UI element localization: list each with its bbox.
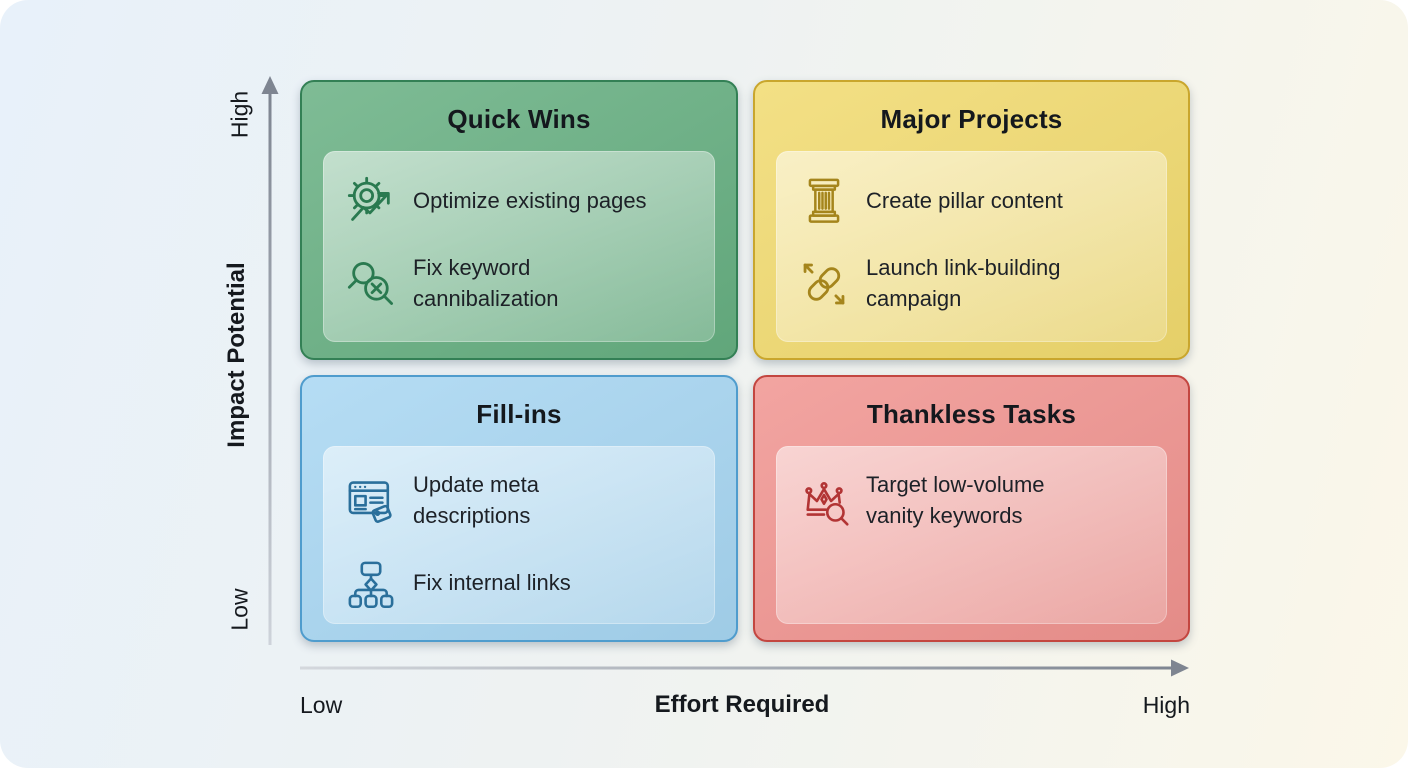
task-panel: Optimize existing pages Fix keyword cann… [323, 151, 715, 342]
search-x-icon [345, 258, 397, 310]
task-label: Create pillar content [866, 187, 1063, 213]
quadrant-quick-wins: Quick Wins Optimize existing pages [300, 80, 738, 360]
quadrant-title: Quick Wins [447, 104, 591, 134]
y-axis-high-label: High [226, 90, 253, 139]
x-axis-arrow [300, 659, 1189, 677]
pillar-icon [798, 175, 850, 227]
task-label: Target low-volume vanity keywords [866, 472, 1045, 528]
y-axis-low-label: Low [226, 588, 253, 631]
task-label: Fix internal links [413, 570, 571, 596]
task-item: Optimize existing pages [345, 175, 693, 227]
task-item: Fix keyword cannibalization [345, 253, 693, 315]
sitemap-icon [345, 558, 397, 610]
quadrant-fill-ins: Fill-ins [300, 375, 738, 642]
quadrant-title: Major Projects [880, 104, 1063, 134]
task-label: Update meta descriptions [413, 472, 539, 528]
quadrant-major-projects: Major Projects Create pillar content [753, 80, 1190, 360]
y-axis-arrow [261, 76, 279, 645]
task-item: Launch link-building campaign [798, 253, 1145, 315]
x-axis-high-label: High [1142, 692, 1190, 718]
task-item: Fix internal links [345, 558, 693, 610]
task-label: Fix keyword cannibalization [413, 255, 559, 311]
task-panel: Update meta descriptions Fix inter [323, 446, 715, 624]
crown-search-icon [798, 475, 850, 527]
task-label: Launch link-building campaign [866, 255, 1061, 311]
quadrant-title: Thankless Tasks [866, 399, 1077, 429]
task-label: Optimize existing pages [413, 187, 647, 213]
browser-tag-icon [345, 475, 397, 527]
link-expand-icon [798, 258, 850, 310]
task-panel: Target low-volume vanity keywords [776, 446, 1167, 624]
quadrant-title: Fill-ins [476, 399, 562, 429]
task-panel: Create pillar content Launch link-buildi… [776, 151, 1167, 342]
quadrant-thankless-tasks: Thankless Tasks Target [753, 375, 1190, 642]
y-axis-title: Impact Potential [223, 262, 250, 448]
task-item: Target low-volume vanity keywords [798, 470, 1145, 532]
gear-growth-icon [345, 175, 397, 227]
task-item: Update meta descriptions [345, 470, 693, 532]
x-axis-title: Effort Required [654, 691, 830, 718]
x-axis-low-label: Low [300, 692, 343, 718]
task-item: Create pillar content [798, 175, 1145, 227]
